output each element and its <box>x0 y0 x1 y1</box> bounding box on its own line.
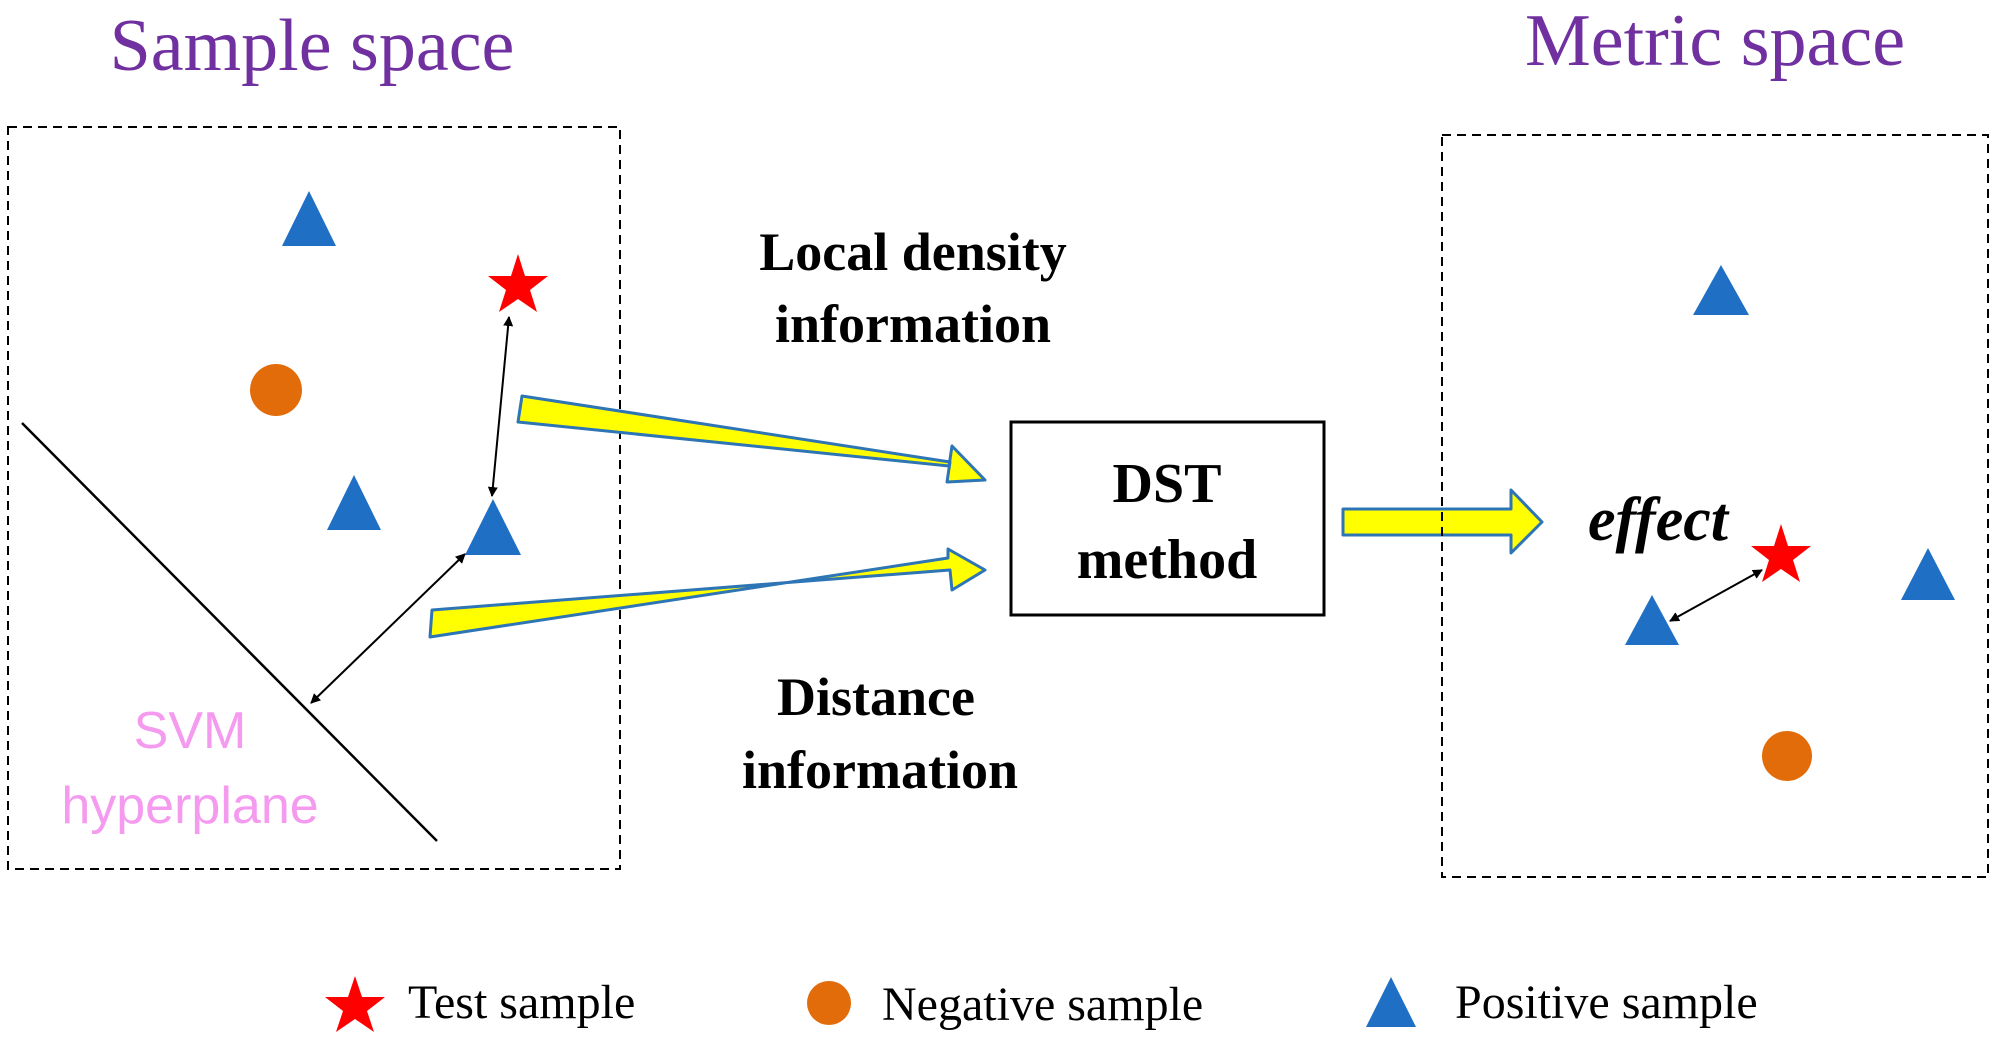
positive-sample-marker <box>465 499 521 555</box>
svm-label-line1: SVM <box>134 702 247 760</box>
sample-space-box <box>7 126 621 870</box>
local-density-arrow <box>516 394 987 484</box>
test-sample-marker <box>488 254 548 312</box>
legend-positive-sample-icon <box>1366 977 1416 1027</box>
metric-space-box <box>1441 134 1989 878</box>
distance-arrow-hyperplane-to-positive <box>310 553 466 704</box>
legend-negative-sample-icon <box>807 981 851 1025</box>
dst-output-arrow <box>1341 488 1544 555</box>
positive-sample-marker <box>327 475 381 530</box>
positive-sample-marker <box>1625 595 1679 645</box>
negative-sample-marker <box>250 364 302 416</box>
legend-negative-sample-label: Negative sample <box>882 978 1203 1031</box>
positive-sample-marker <box>1693 265 1749 315</box>
svm-label-line2: hyperplane <box>61 777 318 835</box>
legend-test-sample-label: Test sample <box>408 976 635 1029</box>
dst-method-box <box>1009 420 1326 617</box>
svm-hyperplane-line <box>21 422 438 842</box>
metric-space-title: Metric space <box>1525 0 1905 82</box>
test-sample-marker <box>1751 524 1811 582</box>
distance-arrow-metric <box>1669 569 1763 622</box>
legend-positive-sample-label: Positive sample <box>1455 976 1758 1029</box>
distance-label-line2: information <box>742 740 1018 800</box>
legend: Test sample Negative sample Positive sam… <box>325 976 1758 1032</box>
local-density-label-line1: Local density <box>759 222 1067 282</box>
dst-method-label-line2: method <box>1077 529 1257 591</box>
positive-sample-marker <box>1901 548 1955 600</box>
distance-arrow <box>428 547 987 639</box>
sample-space-title: Sample space <box>110 5 515 87</box>
local-density-label-line2: information <box>775 294 1051 354</box>
distance-arrow-test-to-positive <box>487 316 514 497</box>
distance-label-line1: Distance <box>777 667 975 727</box>
positive-sample-marker <box>282 191 336 246</box>
dst-method-label-line1: DST <box>1113 453 1222 515</box>
negative-sample-marker <box>1762 731 1812 781</box>
legend-test-sample-icon <box>325 976 385 1032</box>
effect-label: effect <box>1588 486 1730 554</box>
